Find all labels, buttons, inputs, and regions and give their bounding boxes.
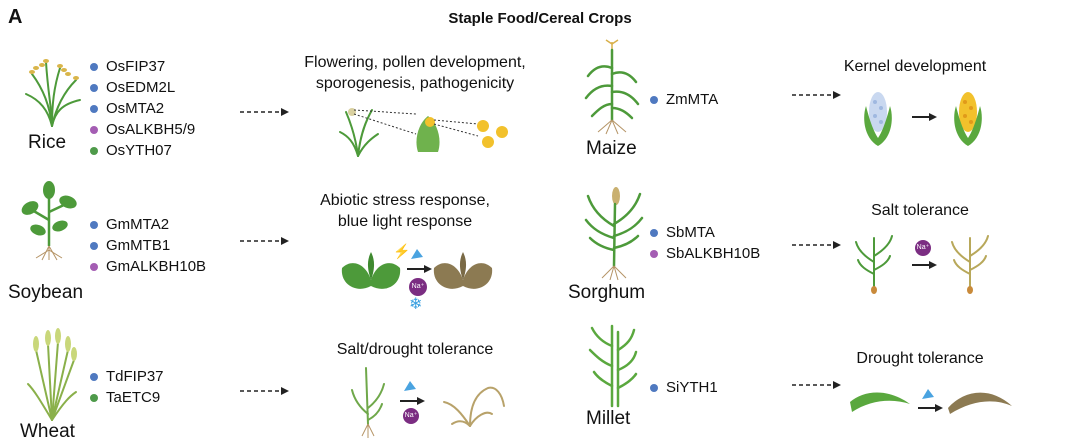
panel-label: A [8, 6, 23, 28]
gene-dot [90, 63, 98, 71]
gene-list-maize: ZmMTA [648, 89, 718, 110]
blue-light-icon [922, 389, 934, 399]
dashed-arrow-icon [792, 91, 841, 99]
lightning-icon: ⚡ [393, 243, 411, 259]
crop-name-maize: Maize [586, 138, 637, 159]
dashed-arrow-icon [240, 108, 289, 116]
rice-flowering-icon [339, 108, 508, 157]
gene-item: OsMTA2 [88, 98, 195, 119]
function-text-millet: Drought tolerance [856, 350, 984, 367]
gene-dot [650, 384, 658, 392]
solid-arrow-icon [912, 261, 937, 269]
crop-name-wheat: Wheat [20, 421, 75, 442]
gene-item: OsYTH07 [88, 140, 195, 161]
dashed-arrow-icon [792, 241, 841, 249]
crop-name-millet: Millet [586, 408, 631, 429]
blue-light-icon [411, 249, 423, 259]
gene-dot [90, 147, 98, 155]
sorghum-seedling-healthy-icon [855, 235, 893, 294]
gene-item: OsFIP37 [88, 56, 195, 77]
gene-item: TdFIP37 [88, 366, 164, 387]
gene-item: GmMTB1 [88, 235, 206, 256]
gene-dot [90, 221, 98, 229]
rice-plant-icon [25, 59, 81, 127]
salt-ion-badge: Na⁺ [409, 278, 427, 296]
solid-arrow-icon [918, 404, 943, 412]
gene-list-wheat: TdFIP37 TaETC9 [88, 366, 164, 408]
salt-ion-badge: Na⁺ [403, 408, 419, 424]
gene-list-rice: OsFIP37 OsEDM2L OsMTA2 OsALKBH5/9 OsYTH0… [88, 56, 195, 161]
gene-item: TaETC9 [88, 387, 164, 408]
gene-item: ZmMTA [648, 89, 718, 110]
millet-leaf-healthy-icon [850, 392, 910, 412]
dashed-arrow-icon [240, 237, 289, 245]
gene-dot [650, 250, 658, 258]
dashed-arrow-icon [792, 381, 841, 389]
gene-dot [90, 263, 98, 271]
salt-ion-badge: Na⁺ [915, 240, 931, 256]
gene-item: GmALKBH10B [88, 256, 206, 277]
gene-item: SiYTH1 [648, 377, 718, 398]
soybean-leaf-healthy-icon [341, 252, 401, 289]
millet-plant-icon [588, 324, 638, 408]
gene-list-sorghum: SbMTA SbALKBH10B [648, 222, 760, 264]
wheat-wilted-icon [443, 386, 505, 427]
gene-dot [90, 373, 98, 381]
solid-arrow-icon [912, 113, 937, 121]
function-text-sorghum: Salt tolerance [871, 202, 969, 219]
figure-title: Staple Food/Cereal Crops [448, 10, 632, 27]
dashed-arrow-icon [240, 387, 289, 395]
gene-item: OsEDM2L [88, 77, 195, 98]
gene-item: SbALKBH10B [648, 243, 760, 264]
gene-dot [90, 126, 98, 134]
soybean-plant-icon [21, 181, 77, 261]
gene-dot [90, 242, 98, 250]
gene-item: SbMTA [648, 222, 760, 243]
gene-dot [650, 96, 658, 104]
crop-name-soybean: Soybean [8, 282, 84, 303]
gene-item: GmMTA2 [88, 214, 206, 235]
function-text-rice: Flowering, pollen development, sporogene… [304, 54, 526, 92]
blue-light-icon [404, 381, 416, 391]
gene-dot [90, 84, 98, 92]
function-text-wheat: Salt/drought tolerance [336, 341, 494, 358]
millet-leaf-dry-icon [948, 392, 1012, 414]
gene-dot [650, 229, 658, 237]
gene-list-millet: SiYTH1 [648, 377, 718, 398]
function-text-soybean: Abiotic stress response, blue light resp… [320, 192, 490, 230]
crop-name-rice: Rice [28, 132, 67, 153]
solid-arrow-icon [400, 397, 425, 405]
cold-snowflake-icon: ❄ [409, 296, 423, 313]
wheat-healthy-icon [351, 367, 385, 438]
sorghum-seedling-stressed-icon [951, 235, 989, 294]
gene-dot [90, 105, 98, 113]
maize-plant-icon [584, 39, 640, 135]
gene-item: OsALKBH5/9 [88, 119, 195, 140]
gene-list-soybean: GmMTA2 GmMTB1 GmALKBH10B [88, 214, 206, 277]
solid-arrow-icon [407, 265, 432, 273]
corn-cob-immature-icon [864, 92, 892, 146]
soybean-leaf-stressed-icon [433, 252, 493, 289]
corn-cob-mature-icon [954, 92, 982, 146]
crop-name-sorghum: Sorghum [568, 282, 646, 303]
function-text-maize: Kernel development [843, 58, 987, 75]
wheat-plant-icon [27, 328, 77, 421]
sorghum-plant-icon [584, 187, 644, 281]
gene-dot [90, 394, 98, 402]
